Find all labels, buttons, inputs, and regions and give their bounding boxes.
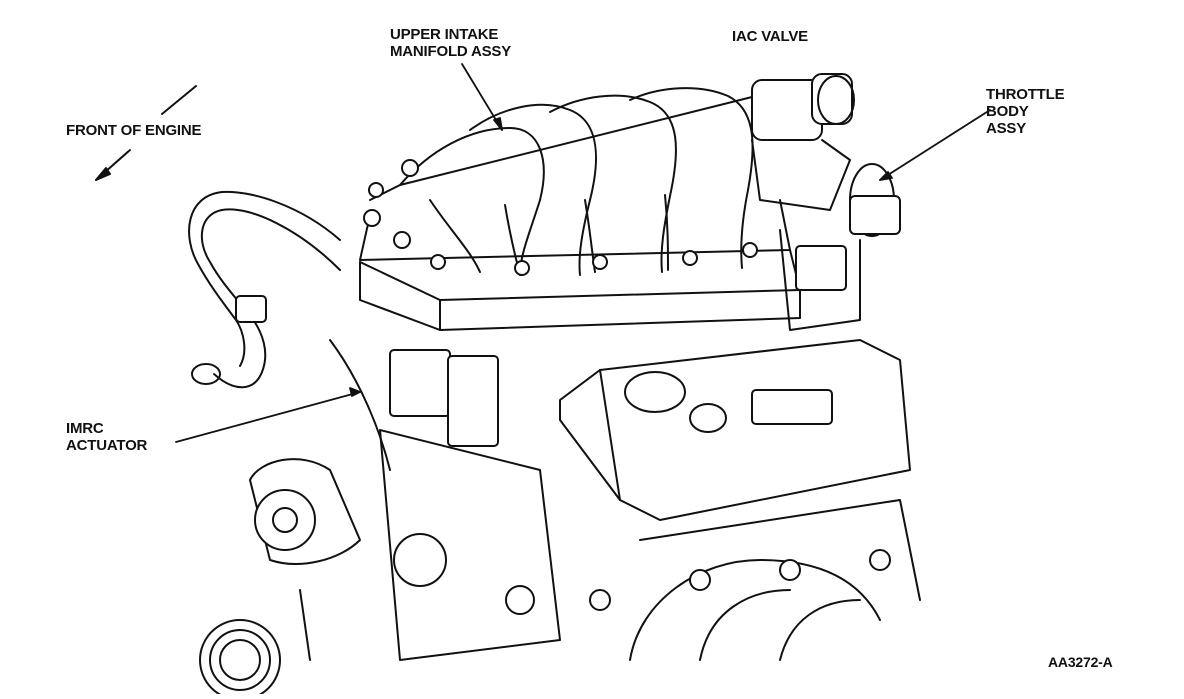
throttle-body-label-line2: BODY bbox=[986, 103, 1029, 120]
exhaust-manifold bbox=[589, 499, 921, 661]
throttle-body-label-line1: THROTTLE bbox=[986, 86, 1065, 103]
upper-intake-manifold bbox=[359, 87, 801, 331]
imrc-actuator-label-line2: ACTUATOR bbox=[66, 437, 148, 454]
front-of-engine-label: FRONT OF ENGINE bbox=[66, 122, 202, 139]
manifold-bolts bbox=[363, 159, 758, 276]
water-pump bbox=[199, 458, 361, 699]
leader-lines bbox=[175, 63, 991, 443]
upper-intake-label-line1: UPPER INTAKE bbox=[390, 26, 499, 43]
figure-id-label: AA3272-A bbox=[1048, 654, 1113, 670]
coolant-hose bbox=[188, 190, 341, 389]
upper-intake-label-line2: MANIFOLD ASSY bbox=[390, 43, 512, 60]
throttle-body-label-line3: ASSY bbox=[986, 120, 1027, 137]
valve-cover bbox=[559, 339, 911, 521]
iac-valve-label: IAC VALVE bbox=[732, 28, 808, 45]
throttle-body bbox=[751, 73, 901, 331]
imrc-actuator-label-line1: IMRC bbox=[66, 420, 104, 437]
imrc-actuator bbox=[329, 339, 561, 661]
front-arrow bbox=[95, 85, 197, 181]
